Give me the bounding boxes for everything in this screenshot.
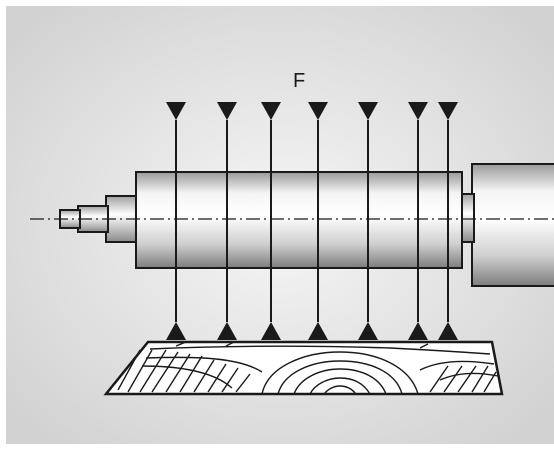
force-arrowhead-bottom	[166, 322, 186, 340]
force-arrowhead-top	[358, 102, 378, 120]
force-arrowhead-top	[308, 102, 328, 120]
force-arrows	[166, 102, 458, 340]
force-arrowhead-bottom	[217, 322, 237, 340]
force-arrowhead-bottom	[358, 322, 378, 340]
force-arrowhead-top	[438, 102, 458, 120]
force-arrowhead-bottom	[261, 322, 281, 340]
force-arrowhead-top	[166, 102, 186, 120]
wood-workpiece	[103, 340, 504, 396]
force-arrowhead-bottom	[308, 322, 328, 340]
force-label: F	[293, 70, 305, 92]
force-arrowhead-bottom	[408, 322, 428, 340]
roller-cylinder	[135, 171, 463, 269]
force-arrowhead-top	[261, 102, 281, 120]
force-arrowhead-top	[217, 102, 237, 120]
housing-block	[471, 163, 554, 287]
force-arrowhead-bottom	[438, 322, 458, 340]
force-arrowhead-top	[408, 102, 428, 120]
